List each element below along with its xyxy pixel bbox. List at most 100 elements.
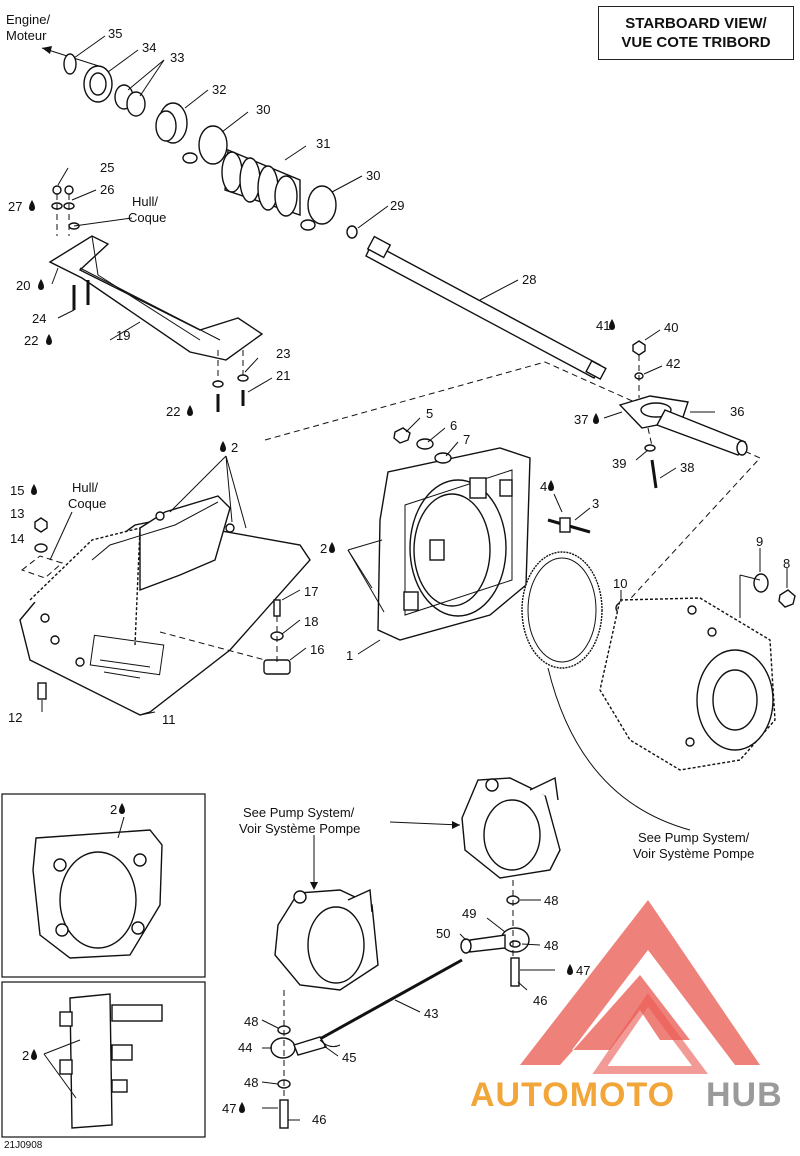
pump-ref-b-1: See Pump System/ xyxy=(638,830,750,845)
part-number-35: 35 xyxy=(108,26,122,41)
part-number-4: 4 xyxy=(540,479,547,494)
drop-icon xyxy=(187,405,193,416)
nut-45 xyxy=(293,1036,328,1056)
part-number-46a: 46 xyxy=(533,993,547,1008)
part-number-44: 44 xyxy=(238,1040,252,1055)
drive-shaft-assembly xyxy=(41,46,607,381)
part-number-2d: 2 xyxy=(22,1048,29,1063)
screw-46b xyxy=(279,1099,289,1129)
nut-40 xyxy=(632,340,646,356)
support-bracket-assembly xyxy=(48,185,264,412)
hull-label-b-1: Hull/ xyxy=(72,480,98,495)
part-number-3: 3 xyxy=(592,496,599,511)
nut-25b xyxy=(64,185,74,195)
nut-13 xyxy=(34,517,48,533)
washer-7 xyxy=(434,452,452,464)
part-number-18: 18 xyxy=(304,614,318,629)
watermark-logo xyxy=(520,900,760,1074)
part-number-13: 13 xyxy=(10,506,24,521)
drop-icon xyxy=(38,279,44,290)
part-number-14: 14 xyxy=(10,531,24,546)
ring-gear xyxy=(521,551,603,669)
ring-29 xyxy=(346,225,358,239)
ball-joint-44 xyxy=(270,1037,296,1059)
part-number-22a: 22 xyxy=(24,333,38,348)
part-number-30b: 30 xyxy=(366,168,380,183)
part-number-6: 6 xyxy=(450,418,457,433)
part-number-1: 1 xyxy=(346,648,353,663)
part-number-10: 10 xyxy=(613,576,627,591)
part-number-23: 23 xyxy=(276,346,290,361)
pump-housing-assembly xyxy=(264,361,761,669)
part-number-47b: 47 xyxy=(222,1101,236,1116)
part-number-38: 38 xyxy=(680,460,694,475)
drop-icon xyxy=(329,542,335,553)
part-number-15: 15 xyxy=(10,483,24,498)
drop-icon xyxy=(29,200,35,211)
part-number-47a: 47 xyxy=(576,963,590,978)
drive-shaft-28 xyxy=(365,242,601,379)
part-number-28: 28 xyxy=(522,272,536,287)
sealant-drop-icons xyxy=(29,200,615,1113)
washer-14 xyxy=(34,543,48,553)
watermark-text-auto: AUTOMOTO xyxy=(470,1076,675,1114)
part-number-16: 16 xyxy=(310,642,324,657)
clamp-30b xyxy=(307,185,337,225)
drop-icon xyxy=(239,1102,245,1113)
part-number-17: 17 xyxy=(304,584,318,599)
part-number-24: 24 xyxy=(32,311,46,326)
drop-icon xyxy=(548,480,554,491)
part-number-42: 42 xyxy=(666,356,680,371)
part-number-27: 27 xyxy=(8,199,22,214)
part-number-48a: 48 xyxy=(544,893,558,908)
pump-body-assembly xyxy=(547,573,796,831)
part-number-48d: 48 xyxy=(244,1075,258,1090)
part-number-12: 12 xyxy=(8,710,22,725)
drop-icon xyxy=(567,964,573,975)
part-number-33: 33 xyxy=(170,50,184,65)
part-number-46b: 46 xyxy=(312,1112,326,1127)
part-number-32: 32 xyxy=(212,82,226,97)
callout-labels: Engine/ Moteur Hull/ Coque Hull/ Coque S… xyxy=(6,12,754,861)
part-number-2c: 2 xyxy=(110,802,117,817)
part-number-11: 11 xyxy=(162,712,176,727)
watermark-text-hub: HUB xyxy=(706,1076,783,1114)
part-number-9: 9 xyxy=(756,534,763,549)
tube-36 xyxy=(656,409,746,456)
part-number-41: 41 xyxy=(596,318,610,333)
o-ring-33b xyxy=(126,91,146,117)
drop-icon xyxy=(31,484,37,495)
part-number-7: 7 xyxy=(463,432,470,447)
part-number-49: 49 xyxy=(462,906,476,921)
drop-icon xyxy=(609,319,615,330)
view-title-box: STARBOARD VIEW/ VUE COTE TRIBORD xyxy=(598,6,794,60)
screw-46a xyxy=(510,957,520,987)
part-number-labels: 35 34 33 32 30 31 30 29 28 25 26 27 20 2… xyxy=(8,26,790,1127)
part-number-8: 8 xyxy=(783,556,790,571)
hull-label-b-2: Coque xyxy=(68,496,106,511)
part-number-36: 36 xyxy=(730,404,744,419)
part-number-37: 37 xyxy=(574,412,588,427)
washer-39 xyxy=(644,444,656,452)
part-number-2a: 2 xyxy=(231,440,238,455)
part-number-31: 31 xyxy=(316,136,330,151)
view-title-line2: VUE COTE TRIBORD xyxy=(621,34,771,51)
part-number-40: 40 xyxy=(664,320,678,335)
washer-23 xyxy=(237,374,249,382)
screw-12 xyxy=(37,682,47,700)
part-number-26: 26 xyxy=(100,182,114,197)
rod-43 xyxy=(317,958,463,1042)
leader-lines xyxy=(41,35,788,1121)
part-number-29: 29 xyxy=(390,198,404,213)
view-title-line1: STARBOARD VIEW/ xyxy=(625,15,767,32)
part-number-48b: 48 xyxy=(544,938,558,953)
part-number-5: 5 xyxy=(426,406,433,421)
nut-25a xyxy=(52,185,62,195)
part-number-30a: 30 xyxy=(256,102,270,117)
inset-detail-bottom xyxy=(1,981,206,1138)
part-number-19: 19 xyxy=(116,328,130,343)
drop-icon xyxy=(31,1049,37,1060)
drop-icon xyxy=(119,803,125,814)
snap-ring-35 xyxy=(63,53,77,75)
